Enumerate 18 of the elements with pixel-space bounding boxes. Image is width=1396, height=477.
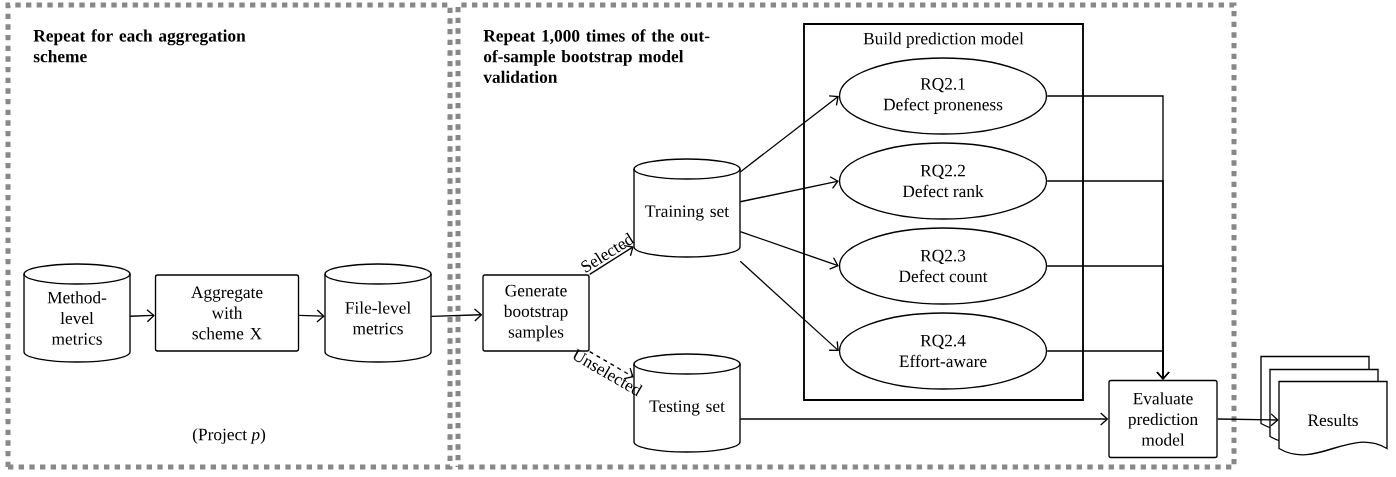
arrow	[430, 308, 483, 322]
document-stack: Results	[1260, 355, 1388, 456]
database-cylinder: Method-level metrics	[23, 263, 131, 363]
arrow	[589, 351, 634, 380]
process-box: Aggregate with scheme X	[154, 274, 300, 352]
arrow	[739, 176, 839, 203]
arrow	[589, 244, 634, 275]
arrow	[1046, 350, 1170, 380]
arrow	[1217, 413, 1279, 427]
database-cylinder: File-level metrics	[324, 263, 432, 363]
arrow	[129, 309, 155, 323]
arrow	[739, 95, 839, 173]
arrow	[739, 260, 839, 351]
arrow	[298, 309, 325, 323]
arrow	[739, 230, 839, 270]
node-label: Results	[1307, 413, 1358, 427]
arrow	[739, 412, 1109, 426]
process-box: Evaluate prediction model	[1108, 379, 1218, 459]
